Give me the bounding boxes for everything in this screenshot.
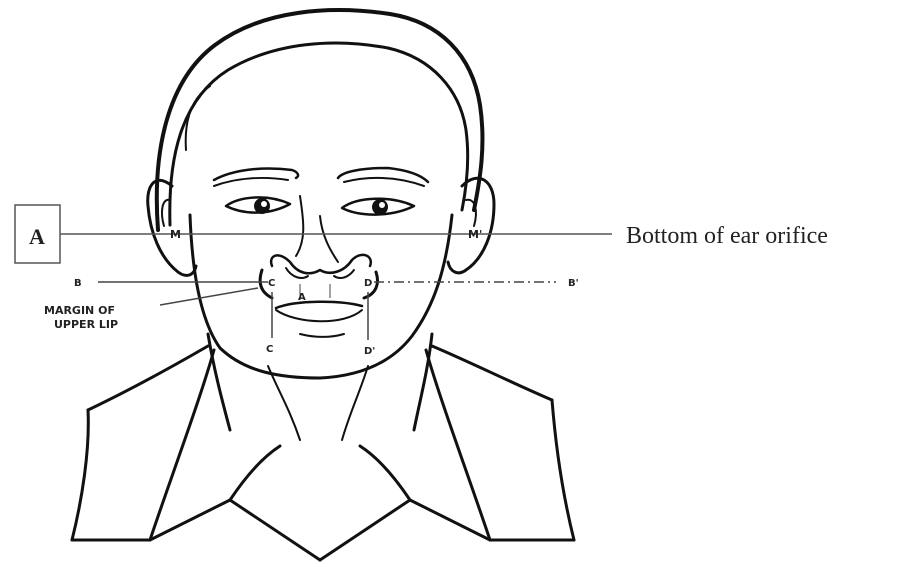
point-m-right: M' bbox=[468, 228, 482, 241]
lip-label-line1: MARGIN OF bbox=[44, 304, 115, 317]
head-outline bbox=[157, 10, 483, 230]
ear-line-caption: Bottom of ear orifice bbox=[626, 223, 828, 249]
mouth bbox=[276, 302, 362, 337]
eyebrows bbox=[214, 168, 428, 186]
nose bbox=[271, 196, 371, 278]
box-label: A bbox=[29, 224, 45, 249]
point-c-upper: C bbox=[268, 278, 275, 289]
point-a-center: A bbox=[298, 292, 306, 303]
upper-lip-callout bbox=[160, 288, 258, 305]
point-c-lower: C bbox=[266, 344, 273, 355]
left-eye bbox=[226, 197, 290, 214]
point-b: B bbox=[74, 278, 82, 289]
vertical-guides bbox=[272, 284, 368, 340]
point-b-prime: B' bbox=[568, 278, 579, 289]
face-contour bbox=[190, 215, 452, 378]
point-d-lower: D' bbox=[364, 346, 375, 357]
moustache bbox=[260, 270, 377, 298]
label-box-a: A bbox=[15, 205, 60, 263]
right-ear bbox=[448, 178, 494, 273]
right-eye bbox=[342, 199, 414, 215]
lip-label-line2: UPPER LIP bbox=[54, 318, 118, 331]
point-d-upper: D bbox=[364, 278, 372, 289]
point-m-left: M bbox=[170, 228, 181, 241]
